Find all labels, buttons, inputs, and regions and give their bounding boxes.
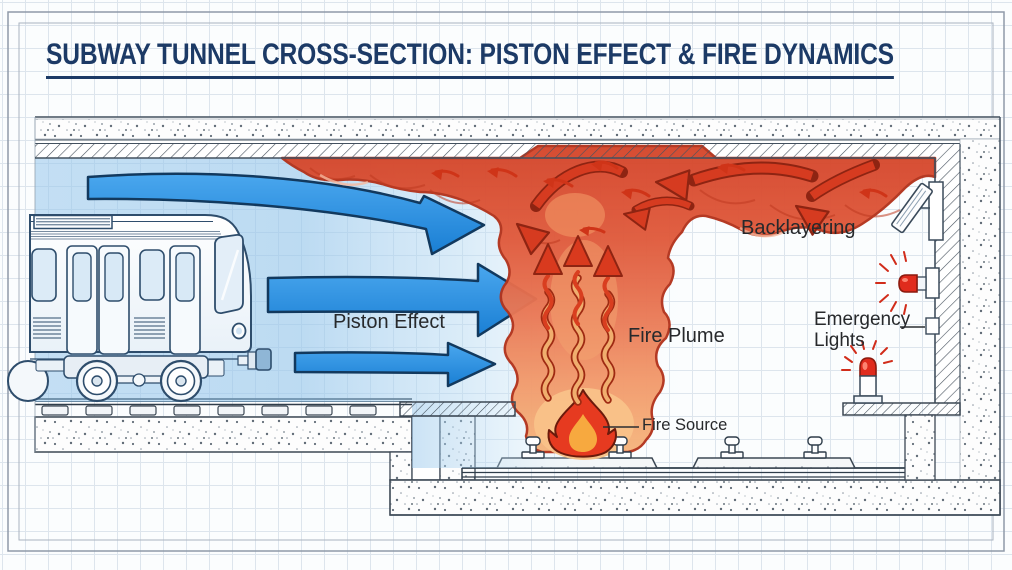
walkway-ledges <box>399 401 961 481</box>
train-roof-vent <box>33 214 113 230</box>
lower-rails <box>521 436 827 459</box>
train-cab <box>214 233 247 340</box>
rail-profile <box>720 436 744 459</box>
plume-heat-arrows <box>533 235 623 406</box>
backlayer-arrow <box>515 160 628 256</box>
junction-box <box>925 317 940 335</box>
rail-profile <box>521 436 545 459</box>
label-fire-source: Fire Source <box>642 416 728 434</box>
smoke-swirl-arrows <box>431 160 888 237</box>
backlayering-arrows <box>431 159 888 256</box>
train-window <box>139 249 165 301</box>
label-backlayering: Backlayering <box>741 217 856 239</box>
cloud-texture <box>309 167 901 245</box>
left-trackbed <box>34 398 413 453</box>
label-fire-plume: Fire Plume <box>628 325 725 347</box>
rail-profile <box>803 436 827 459</box>
train-door-pair-2 <box>169 245 201 355</box>
piston-effect-arrows <box>86 172 538 388</box>
heat-arrow <box>533 243 563 402</box>
beacon-dome-icon <box>859 357 877 377</box>
train-door-pair-1 <box>66 245 130 355</box>
train-windshield <box>214 233 244 315</box>
leader-lines <box>603 317 940 428</box>
beacon-bulb-icon <box>898 274 918 293</box>
train-bodyside-stripes <box>30 231 223 240</box>
label-piston-effect: Piston Effect <box>333 311 445 333</box>
tunnel-lining-hatch <box>35 144 961 415</box>
airflow-arrow-middle <box>266 262 538 338</box>
airflow-arrow-top <box>86 172 486 256</box>
light-rays <box>875 251 907 315</box>
subway-train <box>7 214 272 403</box>
heat-arrow <box>563 235 593 406</box>
train-coupler <box>237 348 272 371</box>
sleepers <box>41 405 377 416</box>
train-window <box>31 248 57 302</box>
emergency-light-wall <box>875 251 940 315</box>
airflow-arrow-bottom <box>293 341 497 388</box>
wall-fixture <box>891 181 944 241</box>
camera-icon <box>891 182 933 234</box>
train-bogie <box>63 355 209 403</box>
light-rays <box>841 340 893 371</box>
backlayer-arrow <box>654 161 819 202</box>
backlayer-arrow <box>623 196 695 231</box>
heat-arrow <box>593 245 623 404</box>
diagram-title-text: SUBWAY TUNNEL CROSS-SECTION: PISTON EFFE… <box>46 38 894 79</box>
backlayer-arrow <box>794 159 880 236</box>
emergency-light-standing <box>841 340 893 404</box>
right-ledge <box>842 402 961 416</box>
cloud-highlights <box>319 173 785 238</box>
fire-source-flame <box>547 389 617 458</box>
label-emergency-lights: Emergency Lights <box>814 309 911 352</box>
diagram-title: SUBWAY TUNNEL CROSS-SECTION: PISTON EFFE… <box>46 38 1012 79</box>
train-skirt-grille <box>33 317 165 339</box>
left-ledge <box>399 401 516 417</box>
